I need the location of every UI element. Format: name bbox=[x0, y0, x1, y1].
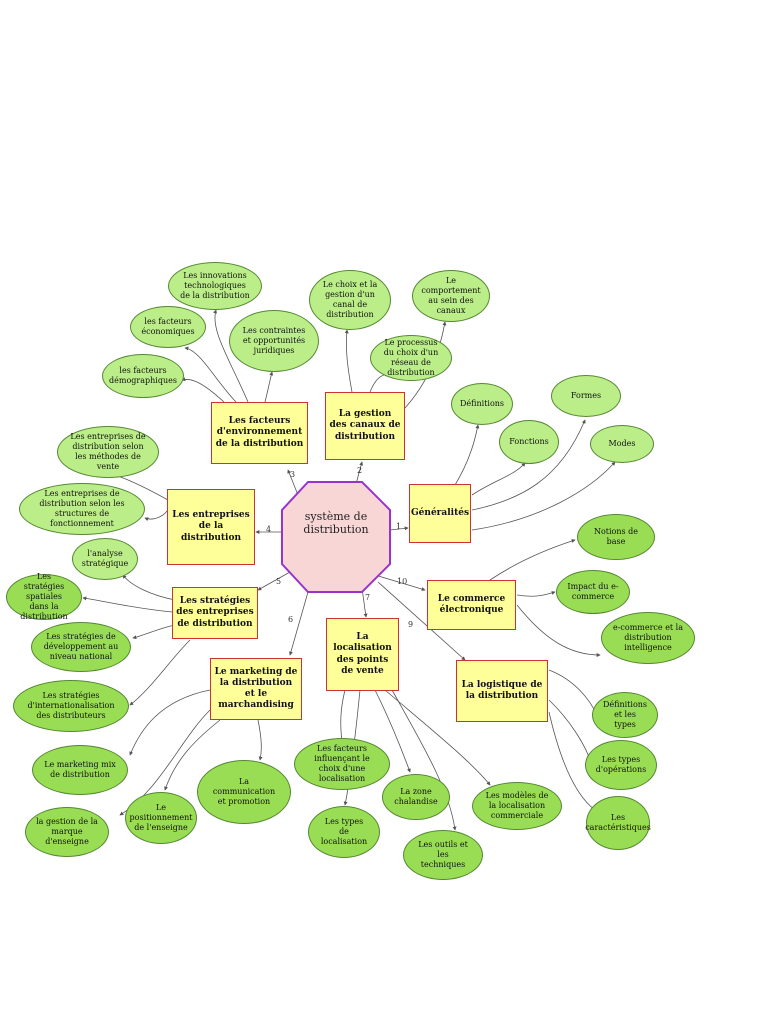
box-localisation-points-vente: La localisation des points de vente bbox=[326, 618, 399, 691]
connector-center-commerce bbox=[374, 574, 426, 591]
node-zone-chalandise: La zone chalandise bbox=[382, 774, 450, 820]
connector-strategies-spatiales bbox=[82, 596, 173, 613]
connector-localisation-zone bbox=[374, 689, 411, 773]
node-impact-ecommerce: Impact du e-commerce bbox=[556, 570, 630, 614]
connector-number-1: 1 bbox=[396, 522, 402, 531]
connector-number-5: 5 bbox=[276, 577, 282, 586]
connector-commerce-impact bbox=[516, 591, 556, 597]
connector-localisation-outils bbox=[391, 689, 457, 831]
box-facteurs-environnement: Les facteurs d'environnement de la distr… bbox=[211, 402, 308, 464]
node-structures-fonctionnement: Les entreprises de distribution selon le… bbox=[19, 483, 145, 535]
connector-facteurs-innovations bbox=[213, 309, 249, 403]
node-innovations-technologiques: Les innovations technologiques de la dis… bbox=[168, 262, 262, 310]
node-analyse-strategique: l'analyse stratégique bbox=[72, 538, 138, 580]
connector-localisation-modeles bbox=[384, 689, 491, 786]
node-marketing-mix: Le marketing mix de distribution bbox=[32, 745, 128, 795]
node-modes: Modes bbox=[590, 425, 654, 463]
node-processus-choix: Le processus du choix d'un réseau de dis… bbox=[370, 335, 452, 381]
box-logistique-distribution: La logistique de la distribution bbox=[456, 660, 548, 722]
connector-facteurs-demographiques bbox=[181, 377, 225, 403]
node-caracteristiques: Les caractéristiques bbox=[585, 796, 651, 850]
connector-strategies-internationalisation bbox=[129, 639, 191, 706]
node-facteurs-choix-localisation: Les facteurs influençant le choix d'une … bbox=[294, 738, 390, 790]
connector-marketing-communication bbox=[257, 719, 263, 761]
node-fonctions: Fonctions bbox=[499, 420, 559, 464]
connector-center-logistique bbox=[377, 581, 466, 661]
box-entreprises-distribution: Les entreprises de la distribution bbox=[167, 489, 255, 565]
node-strategies-developpement: Les stratégies de développement au nivea… bbox=[31, 622, 131, 672]
node-contraintes-juridiques: Les contraintes et opportunités juridiqu… bbox=[229, 310, 319, 372]
box-marketing-distribution: Le marketing de la distribution et le ma… bbox=[210, 658, 302, 720]
center-octagon bbox=[281, 481, 391, 593]
connector-strategies-developpement bbox=[132, 624, 176, 640]
connector-number-2: 2 bbox=[357, 466, 363, 475]
box-strategies-entreprises: Les stratégies des entreprises de distri… bbox=[172, 587, 258, 639]
node-positionnement-enseigne: Le positionnement de l'enseigne bbox=[125, 792, 197, 844]
connector-commerce-notions bbox=[489, 539, 576, 581]
box-gestion-canaux: La gestion des canaux de distribution bbox=[325, 392, 405, 460]
connector-number-3: 3 bbox=[290, 470, 296, 479]
connector-commerce-intelligence bbox=[516, 604, 601, 657]
connector-number-10: 10 bbox=[397, 577, 408, 586]
connector-logistique-deftypes bbox=[548, 669, 598, 716]
connector-center-strategies bbox=[257, 571, 291, 591]
node-definitions: Définitions bbox=[451, 383, 513, 425]
node-facteurs-demographiques: les facteurs démographiques bbox=[102, 354, 184, 398]
connector-number-7: 7 bbox=[365, 593, 371, 602]
box-commerce-electronique: Le commerce électronique bbox=[427, 580, 516, 630]
node-outils-techniques: Les outils et les techniques bbox=[403, 830, 483, 880]
node-types-localisation: Les types de localisation bbox=[308, 806, 380, 858]
connector-logistique-caracteristiques bbox=[548, 711, 596, 811]
connector-center-localisation bbox=[361, 587, 368, 618]
box-generalites: Généralités bbox=[409, 484, 471, 543]
node-definitions-types: Définitions et les types bbox=[592, 692, 658, 738]
connector-marketing-mix bbox=[129, 689, 211, 756]
node-comportement-canaux: Le comportement au sein des canaux bbox=[412, 270, 490, 322]
connector-center-generalites bbox=[389, 526, 409, 531]
node-gestion-marque: la gestion de la marque d'enseigne bbox=[25, 807, 109, 857]
node-types-operations: Les types d'opérations bbox=[585, 740, 657, 790]
node-facteurs-economiques: les facteurs économiques bbox=[130, 306, 206, 348]
connector-generalites-formes bbox=[471, 419, 586, 511]
center-label: système de distribution bbox=[303, 510, 369, 536]
node-methodes-vente: Les entreprises de distribution selon le… bbox=[57, 426, 159, 478]
node-strategies-internationalisation: Les stratégies d'internationalisation de… bbox=[13, 680, 129, 732]
connector-generalites-definitions bbox=[454, 424, 480, 486]
connector-generalites-modes bbox=[471, 461, 616, 531]
connector-generalites-fonctions bbox=[471, 462, 526, 496]
connector-strategies-analyse bbox=[122, 574, 176, 601]
node-choix-canal: Le choix et la gestion d'un canal de dis… bbox=[309, 270, 391, 330]
node-strategies-spatiales: Les stratégies spatiales dans la distrib… bbox=[6, 572, 82, 621]
node-ecommerce-intelligence: e-commerce et la distribution intelligen… bbox=[601, 612, 695, 664]
connector-number-9: 9 bbox=[408, 620, 414, 629]
connector-marketing-positionnement bbox=[164, 719, 221, 791]
connector-facteurs-contraintes bbox=[264, 371, 274, 403]
node-communication-promotion: La communication et promotion bbox=[197, 760, 291, 824]
connector-facteurs-economiques bbox=[184, 346, 237, 403]
node-notions-base: Notions de base bbox=[577, 514, 655, 560]
connector-canaux-choix bbox=[344, 329, 353, 393]
node-formes: Formes bbox=[551, 375, 621, 417]
connector-localisation-facteurs bbox=[339, 689, 346, 743]
connector-entreprises-structures bbox=[144, 509, 169, 522]
connector-number-6: 6 bbox=[288, 615, 294, 624]
connector-number-4: 4 bbox=[266, 525, 272, 534]
node-modeles-localisation: Les modèles de la localisation commercia… bbox=[472, 782, 562, 830]
connector-logistique-operations bbox=[548, 699, 591, 761]
connector-center-canaux bbox=[355, 461, 364, 485]
connector-center-marketing bbox=[288, 584, 311, 656]
